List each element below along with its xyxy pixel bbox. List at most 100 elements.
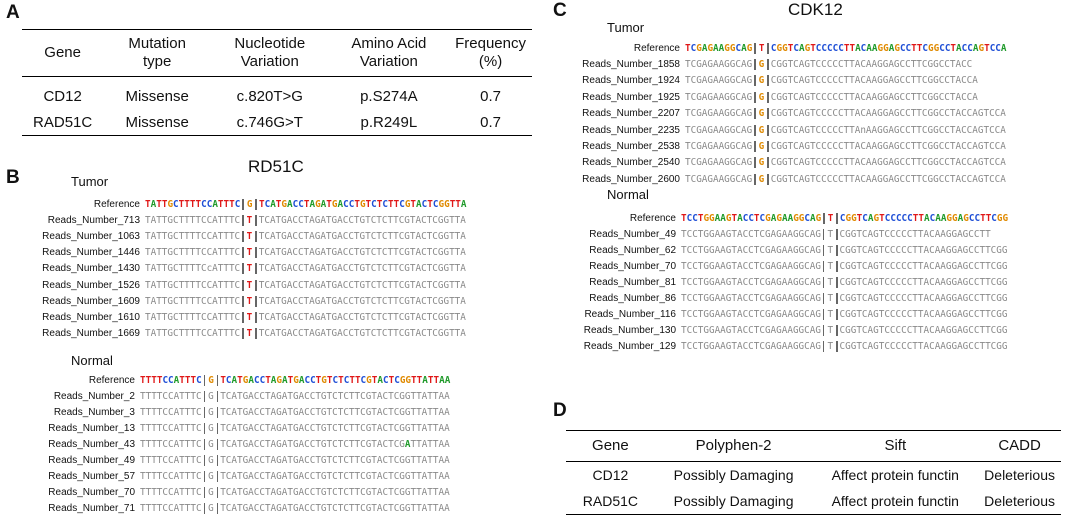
variant-base: T (827, 228, 834, 240)
cell-mutation-type: Missense (125, 113, 189, 131)
row-label: Reads_Number_1924 (582, 75, 680, 87)
variant-base: G (758, 141, 765, 153)
row-label: Reads_Number_49 (48, 454, 135, 466)
variant-base: T (246, 311, 253, 323)
row-label: Reads_Number_1526 (42, 279, 140, 291)
cell-gene: RAD51C (33, 113, 93, 131)
cell-frequency: 0.7 (480, 113, 501, 131)
panel-letter-a: A (6, 2, 20, 23)
cell-nucleotide: c.746G>T (236, 113, 303, 131)
variant-base: G (208, 423, 214, 435)
read-row: Reads_Number_62 TCCTGGAAGTACCTCGAGAAGGCAG… (0, 242, 1008, 258)
row-label: Reads_Number_81 (589, 276, 676, 288)
row-label: Reads_Number_71 (48, 502, 135, 514)
row-label: Reads_Number_116 (584, 309, 676, 321)
header-gene: Gene (44, 44, 81, 61)
cdk12-tumor-label: Tumor (607, 20, 645, 35)
cell-sift: Affect protein functin (831, 493, 959, 509)
variant-base: T (246, 328, 253, 340)
cell-mutation-type: Missense (125, 87, 189, 105)
row-label: Reads_Number_13 (48, 423, 135, 435)
row-label: Reads_Number_1446 (42, 247, 140, 259)
variant-base: T (246, 230, 253, 242)
variant-base: T (827, 276, 834, 288)
variant-base: T (827, 341, 834, 353)
row-label: Reads_Number_2540 (582, 157, 680, 169)
variant-base: G (758, 124, 765, 136)
row-label: Reads_Number_2207 (582, 108, 680, 120)
row-label: Reference (93, 198, 140, 210)
variant-base: G (758, 173, 765, 185)
row-label: Reference (88, 375, 135, 387)
rad51c-title: RD51C (248, 157, 304, 176)
cell-frequency: 0.7 (480, 87, 501, 105)
cell-nucleotide: c.820T>G (236, 87, 303, 105)
row-label: Reads_Number_70 (48, 486, 135, 498)
cell-gene: CD12 (43, 87, 82, 105)
variant-base: T (827, 325, 834, 337)
variant-base: T (246, 295, 253, 307)
variant-base: G (208, 454, 214, 466)
variant-base: T (246, 214, 253, 226)
row-label: Reads_Number_43 (48, 439, 135, 450)
cell-polyphen: Possibly Damaging (673, 467, 794, 483)
pathogenicity-table-header: Gene Polyphen-2 Sift CADD (566, 430, 1061, 462)
variant-base: T (827, 244, 834, 256)
row-label: Reads_Number_2538 (582, 141, 680, 153)
row-label: Reads_Number_86 (589, 293, 676, 305)
variant-base: T (758, 42, 765, 54)
row-label: Reads_Number_1925 (582, 91, 680, 103)
row-label: Reads_Number_713 (47, 214, 140, 226)
table-row: RAD51C Possibly Damaging Affect protein … (566, 488, 1061, 515)
row-label: Reads_Number_62 (589, 244, 676, 256)
variant-base: G (758, 75, 765, 87)
cell-cadd: Deleterious (984, 493, 1055, 509)
table-row: RAD51C Missense c.746G>T p.R249L 0.7 (22, 109, 532, 136)
row-label: Reads_Number_1063 (42, 230, 140, 242)
cdk12-title: CDK12 (788, 0, 843, 19)
variant-base: T (246, 263, 253, 275)
